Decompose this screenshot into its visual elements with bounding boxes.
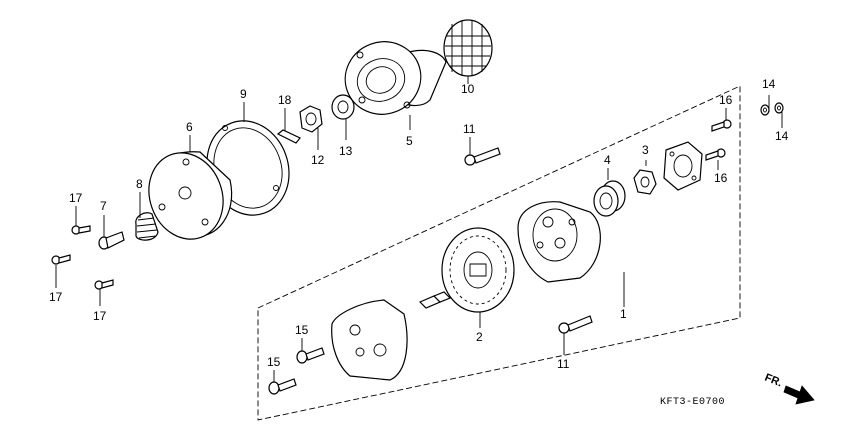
part-18-key[interactable] — [276, 129, 301, 144]
callout-14-bottom: 14 — [775, 129, 789, 143]
callout-17-left: 17 — [49, 290, 63, 304]
part-6-housing-cover[interactable] — [137, 142, 235, 249]
callout-1: 1 — [620, 307, 627, 321]
part-17-screw-a[interactable] — [71, 225, 91, 235]
callout-14-top: 14 — [762, 77, 776, 91]
part-1-pump-cover-left[interactable] — [331, 299, 408, 381]
part-13-washer[interactable] — [331, 94, 355, 120]
part-2-pump-gear[interactable] — [441, 227, 515, 313]
callout-18: 18 — [278, 93, 292, 107]
callout-9: 9 — [240, 87, 247, 101]
front-direction-indicator: FR. — [763, 372, 815, 405]
callout-13: 13 — [339, 144, 353, 158]
callout-15-bottom: 15 — [267, 355, 281, 369]
callout-2: 2 — [476, 330, 483, 344]
leader-lines — [55, 76, 783, 382]
callout-17-bottom: 17 — [93, 309, 107, 323]
callout-10: 10 — [461, 82, 475, 96]
part-7-pin[interactable] — [98, 231, 125, 250]
callout-8: 8 — [136, 177, 143, 191]
front-direction-label: FR. — [763, 372, 784, 390]
part-4-rotor[interactable] — [593, 180, 626, 217]
callout-5: 5 — [406, 134, 413, 148]
part-16-bolt-a[interactable] — [711, 119, 732, 132]
callout-16-bottom: 16 — [714, 171, 728, 185]
part-3-outer-rotor-plate[interactable] — [663, 141, 703, 191]
diagram-code: KFT3-E0700 — [660, 397, 725, 408]
part-14-washer-a[interactable] — [760, 104, 770, 116]
callout-16-top: 16 — [719, 93, 733, 107]
assembly-boundary — [257, 85, 741, 421]
part-12-nut[interactable] — [299, 105, 323, 133]
part-14-washer-b[interactable] — [774, 102, 784, 114]
callout-15-top: 15 — [295, 323, 309, 337]
part-16-bolt-b[interactable] — [705, 148, 726, 161]
callout-4: 4 — [604, 153, 611, 167]
callout-12: 12 — [311, 153, 325, 167]
part-11-bolt-a[interactable] — [464, 147, 501, 166]
pump-shaft[interactable] — [418, 291, 452, 309]
part-5-pump-cover[interactable] — [335, 31, 447, 125]
callout-labels: 1 2 3 4 5 6 7 8 9 10 11 11 12 13 14 14 1… — [49, 77, 789, 371]
callout-17-top: 17 — [69, 191, 83, 205]
part-11-bolt-b[interactable] — [558, 315, 593, 334]
callout-7: 7 — [100, 199, 107, 213]
part-8-spring[interactable] — [135, 212, 159, 241]
part-15-bolt-a[interactable] — [296, 347, 325, 364]
part-17-screw-b[interactable] — [51, 254, 71, 265]
part-15-bolt-b[interactable] — [268, 378, 297, 395]
callout-11-top: 11 — [463, 122, 476, 136]
callout-3: 3 — [642, 143, 649, 157]
part-17-screw-c[interactable] — [94, 279, 114, 290]
part-10-drive-gear[interactable] — [443, 19, 493, 77]
callout-6: 6 — [186, 120, 193, 134]
callout-11-bottom: 11 — [557, 357, 570, 371]
front-arrow-icon — [783, 385, 815, 405]
part-1-pump-body[interactable] — [517, 201, 601, 283]
part-3-inner-rotor[interactable] — [633, 169, 657, 195]
